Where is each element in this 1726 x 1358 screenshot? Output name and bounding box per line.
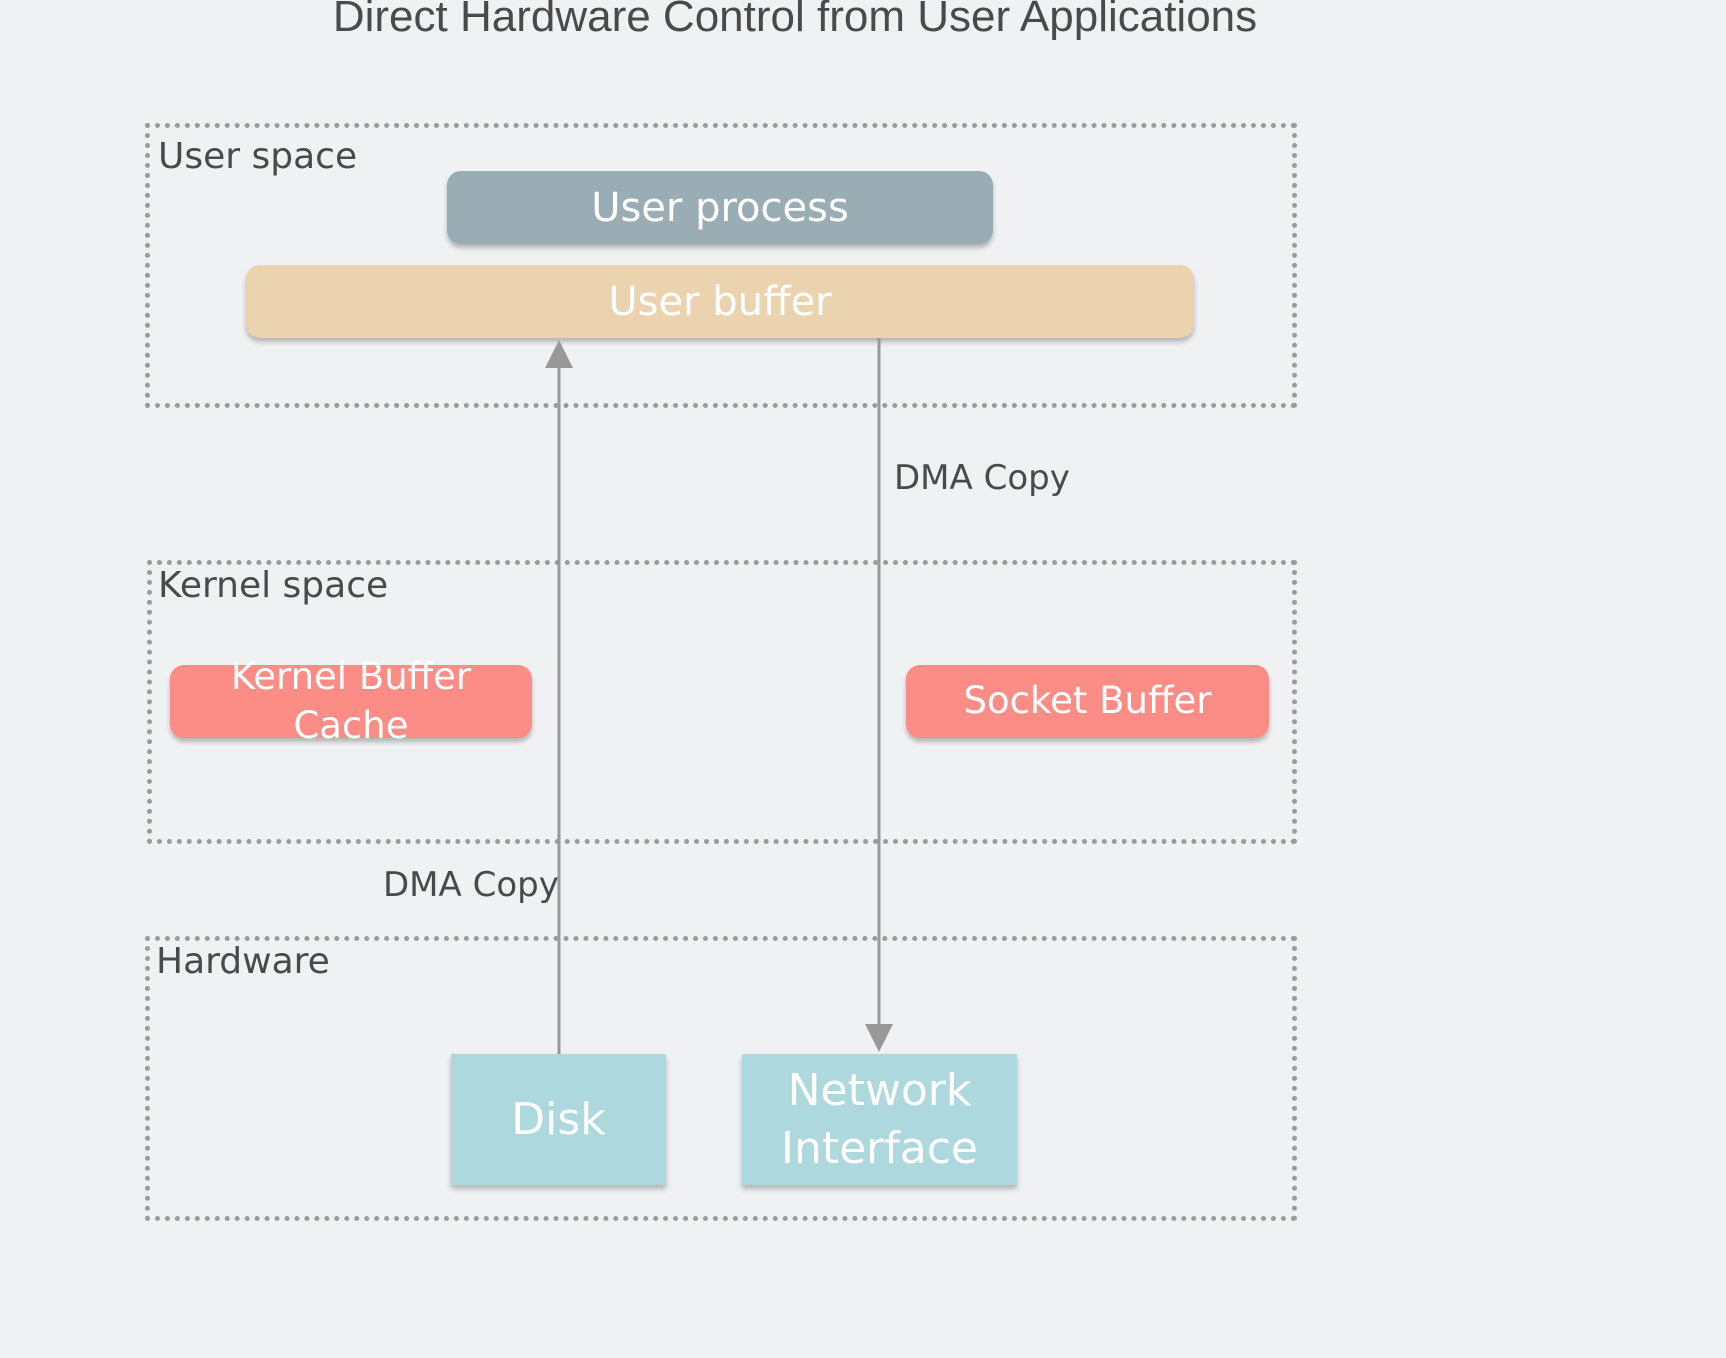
socket-buffer-box: Socket Buffer — [906, 665, 1269, 738]
kernel-buffer-cache-box: Kernel Buffer Cache — [170, 655, 532, 747]
user-space-region — [145, 123, 1297, 408]
kernel-buffer-cache-label: Kernel Buffer Cache — [230, 655, 472, 747]
user-process-label: User process — [591, 184, 849, 231]
user-space-label: User space — [158, 136, 358, 177]
kernel-space-label: Kernel space — [158, 565, 389, 606]
arrowhead-up-icon — [545, 340, 573, 368]
hardware-label: Hardware — [156, 941, 330, 982]
network-interface-box: Network Interface — [742, 1054, 1017, 1185]
hardware-region — [145, 936, 1297, 1221]
disk-label: Disk — [511, 1093, 606, 1145]
user-process-box: User process — [447, 171, 993, 244]
user-buffer-label: User buffer — [608, 278, 832, 325]
dma-copy-label-right: DMA Copy — [894, 458, 1070, 498]
kernel-space-region — [147, 560, 1297, 844]
disk-box: Disk — [451, 1054, 666, 1185]
user-buffer-box: User buffer — [246, 265, 1194, 338]
network-interface-label-line1: Network — [787, 1065, 972, 1117]
arrowhead-down-icon — [865, 1024, 893, 1052]
dma-copy-label-left: DMA Copy — [383, 865, 559, 905]
diagram-title: Direct Hardware Control from User Applic… — [332, 0, 1258, 41]
network-interface-label-line2: Interface — [781, 1122, 978, 1174]
socket-buffer-label: Socket Buffer — [963, 679, 1212, 723]
